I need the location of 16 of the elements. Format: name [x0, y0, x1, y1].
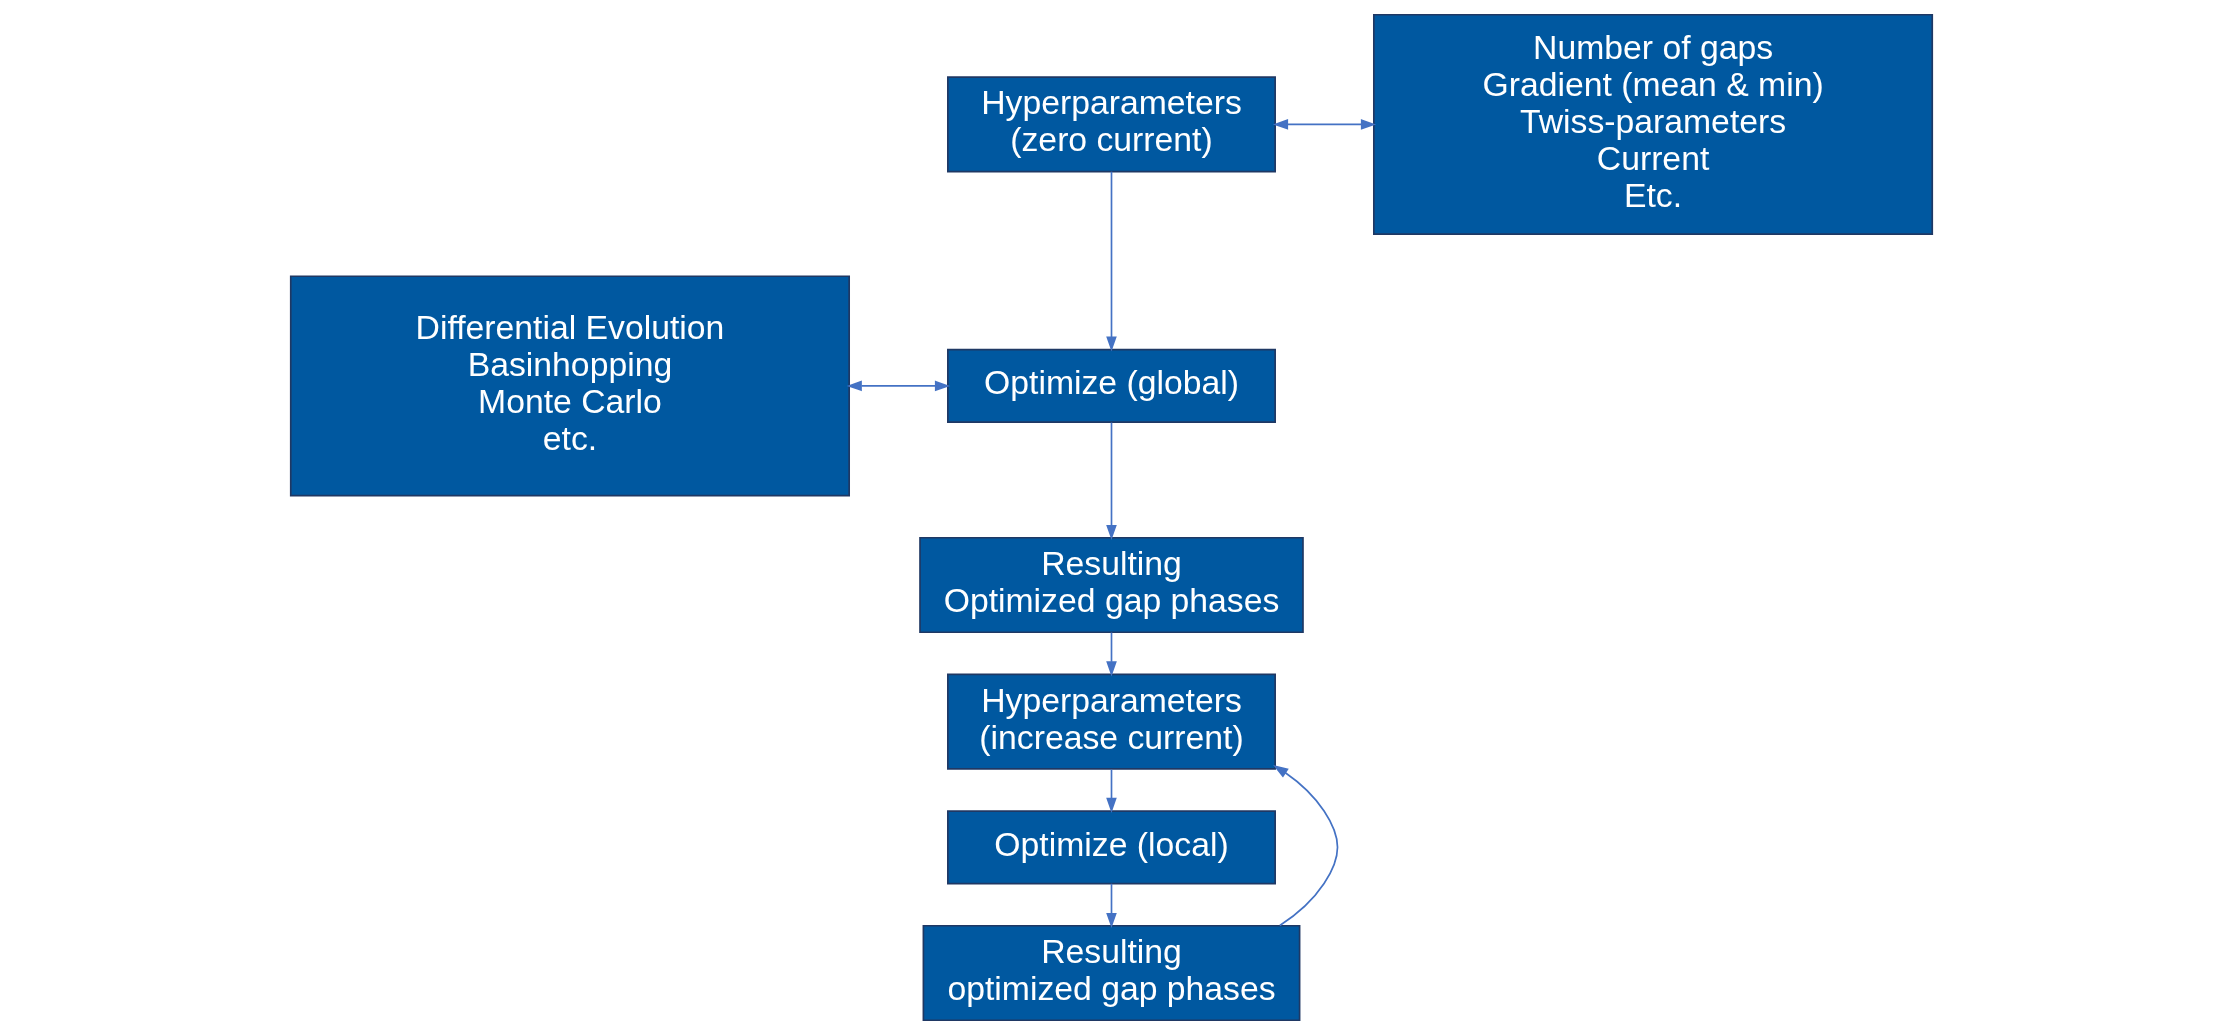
arrow: [1106, 631, 1117, 677]
node-box: Resulting Optimized gap phases: [919, 536, 1304, 634]
arrow: [1272, 119, 1377, 130]
arrow: [846, 380, 951, 392]
arrow: [1106, 421, 1117, 541]
node-box: Differential Evolution Basinhopping Monte Carlo etc.: [289, 275, 850, 497]
node-box: Optimize (local): [947, 810, 1276, 885]
arrow: [1106, 170, 1117, 352]
node-box: Resulting optimized gap phases: [922, 924, 1301, 1022]
arrow: [1106, 768, 1117, 813]
node-box: Number of gaps Gradient (mean & min) Twiss-parameters Current Etc.: [1373, 13, 1934, 235]
arrow: [1106, 882, 1117, 929]
node-box: Optimize (global): [947, 348, 1276, 424]
node-box: Hyperparameters (zero current): [947, 76, 1276, 173]
node-box: Hyperparameters (increase current): [947, 673, 1276, 770]
arrow: [1273, 764, 1339, 927]
